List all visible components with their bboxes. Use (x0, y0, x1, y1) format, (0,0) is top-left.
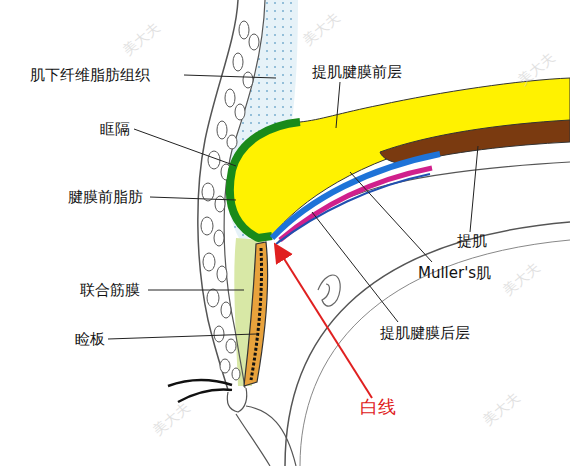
lower-lid (236, 414, 270, 466)
watermark: 美大夫 (499, 259, 543, 300)
globe (300, 240, 570, 466)
tarsus (244, 242, 268, 386)
levator-muscle (380, 120, 570, 164)
preaponeurotic-fat (230, 78, 570, 238)
watermark: 美大夫 (149, 399, 193, 440)
watermark: 美大夫 (479, 389, 523, 430)
leader-lines (108, 75, 478, 339)
part-label: 腱膜前脂肪 (68, 188, 143, 206)
meibomian-gland (251, 248, 262, 380)
part-label: 提肌 (457, 232, 487, 250)
part-label: 睑板 (75, 330, 105, 348)
part-label: 眶隔 (100, 120, 130, 138)
part-label: 提肌腱膜后层 (380, 324, 470, 342)
pointer-arrow (276, 246, 372, 398)
eyelash (168, 380, 232, 386)
watermark: 美大夫 (119, 19, 163, 60)
part-label: Muller's肌 (418, 264, 491, 282)
part-label: 联合筋膜 (80, 281, 140, 299)
part-label: 提肌腱膜前层 (312, 63, 402, 81)
lower-lid (246, 406, 296, 466)
watermark: 美大夫 (299, 9, 343, 50)
part-label: 白线 (360, 398, 396, 416)
globe (285, 222, 570, 466)
aponeurosis-posterior (276, 174, 430, 244)
eyelash (178, 390, 232, 403)
lid-margin (227, 388, 246, 412)
part-label: 肌下纤维脂肪组织 (30, 66, 150, 84)
lens-detail (318, 275, 340, 306)
